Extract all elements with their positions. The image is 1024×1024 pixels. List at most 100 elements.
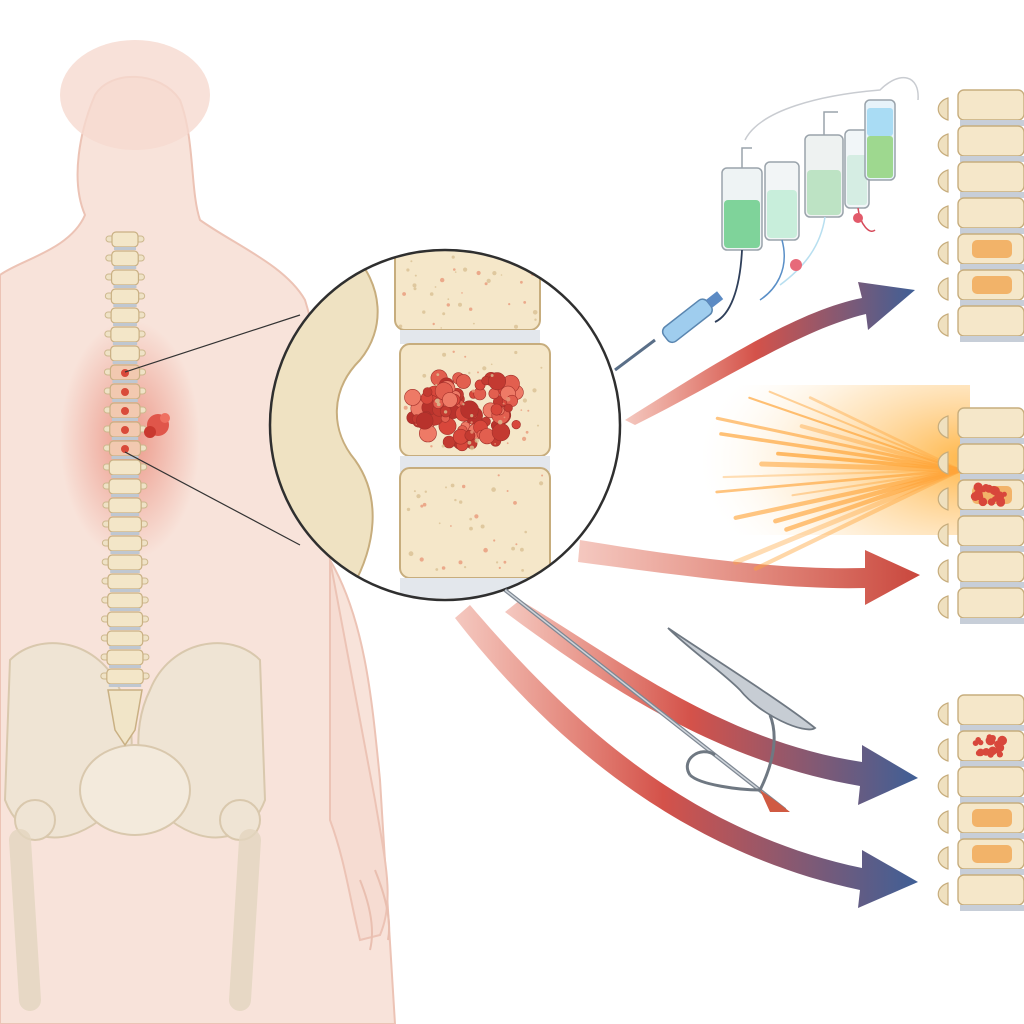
- tumor-cell: [422, 387, 433, 397]
- bone-speck: [497, 250, 500, 253]
- pelvis: [3, 642, 267, 1011]
- disc: [960, 761, 1024, 767]
- vertebra-process: [937, 205, 949, 229]
- radiation-ray: [715, 416, 962, 472]
- tumor-cell: [511, 420, 521, 430]
- bone-speck: [402, 292, 406, 296]
- bone-speck: [473, 322, 475, 325]
- disc: [109, 665, 141, 668]
- disc: [109, 608, 141, 611]
- vertebra: [106, 649, 144, 666]
- bone-speck: [508, 303, 511, 306]
- vertebra: [957, 443, 1024, 475]
- radiation-ray: [768, 390, 961, 471]
- bone-speck: [496, 561, 499, 564]
- vertebra: [957, 407, 1024, 439]
- bone-speck: [454, 498, 457, 502]
- disc: [960, 264, 1024, 270]
- bone-speck: [470, 421, 473, 424]
- tumor-cell: [992, 496, 998, 502]
- bone-speck: [436, 373, 440, 376]
- vertebra: [111, 250, 139, 267]
- bone-speck: [432, 322, 435, 326]
- vertebra: [107, 535, 143, 552]
- bone-speck: [539, 481, 544, 486]
- tumor-cell: [491, 423, 511, 442]
- disc: [960, 120, 1024, 126]
- bone-speck: [490, 374, 494, 377]
- bone-speck: [469, 445, 475, 451]
- vertebra: [957, 89, 1024, 121]
- radiation-ray: [753, 467, 963, 571]
- tumor-cell: [442, 392, 458, 408]
- vertebra-process: [937, 559, 949, 583]
- vertebra: [110, 326, 140, 343]
- bone-speck: [540, 366, 543, 369]
- vertebra: [108, 516, 142, 533]
- bone-speck: [470, 414, 474, 418]
- disc: [960, 192, 1024, 198]
- bone-speck: [492, 271, 497, 276]
- vertebra-process: [937, 702, 949, 726]
- tumor-cell: [1001, 491, 1007, 497]
- radiation-ray: [784, 467, 963, 532]
- bone-speck: [520, 280, 523, 284]
- bone-speck: [429, 292, 434, 296]
- bone-speck: [490, 363, 493, 366]
- vertebra: [111, 231, 139, 248]
- bone-speck: [484, 282, 488, 286]
- bone-speck: [497, 419, 503, 425]
- result-spine-chemotherapy: [937, 89, 1024, 342]
- disc: [113, 266, 137, 269]
- disc: [960, 510, 1024, 516]
- bone-speck: [450, 525, 452, 527]
- bone-speck: [435, 383, 438, 387]
- disc: [960, 725, 1024, 731]
- bone-speck: [470, 430, 474, 434]
- vertebra: [108, 478, 142, 495]
- disc: [110, 532, 140, 535]
- bone-speck: [522, 398, 528, 403]
- vertebra: [106, 630, 144, 647]
- disc: [109, 646, 141, 649]
- treatment-arrows: [455, 282, 920, 908]
- vertebra: [106, 668, 144, 685]
- vertebra: [957, 694, 1024, 726]
- tumor-cell: [504, 403, 513, 413]
- disc: [108, 684, 142, 687]
- disc: [110, 570, 140, 573]
- bone-speck: [494, 443, 496, 445]
- bone-speck: [442, 312, 446, 316]
- vertebra: [957, 874, 1024, 906]
- bone-speck: [412, 283, 417, 288]
- tumor-cell: [978, 739, 984, 746]
- bone-speck: [471, 389, 475, 393]
- disc: [111, 456, 139, 459]
- vertebra: [957, 766, 1024, 798]
- tumor-cell: [404, 388, 422, 406]
- disc: [960, 833, 1024, 839]
- bone-speck: [462, 484, 466, 489]
- bone-speck: [464, 566, 467, 569]
- spine: [100, 231, 150, 747]
- disc: [113, 304, 137, 307]
- lesion-area: [972, 809, 1012, 827]
- bone-speck: [450, 483, 455, 488]
- bone-speck: [477, 371, 479, 374]
- lesion-area: [972, 240, 1012, 258]
- vertebra-process: [937, 774, 949, 798]
- bone-speck: [506, 442, 509, 445]
- tumor-cell: [989, 485, 999, 495]
- tumor-cell: [978, 497, 988, 507]
- disc: [113, 323, 137, 326]
- bone-speck: [430, 445, 433, 448]
- radiation-ray: [748, 396, 962, 472]
- bone-speck: [469, 307, 473, 311]
- bone-texture: [398, 250, 544, 575]
- bone-speck: [453, 268, 456, 271]
- bone-speck: [503, 416, 506, 419]
- radiation-ray: [733, 467, 963, 565]
- bone-speck: [523, 301, 527, 304]
- bone-speck: [513, 501, 517, 505]
